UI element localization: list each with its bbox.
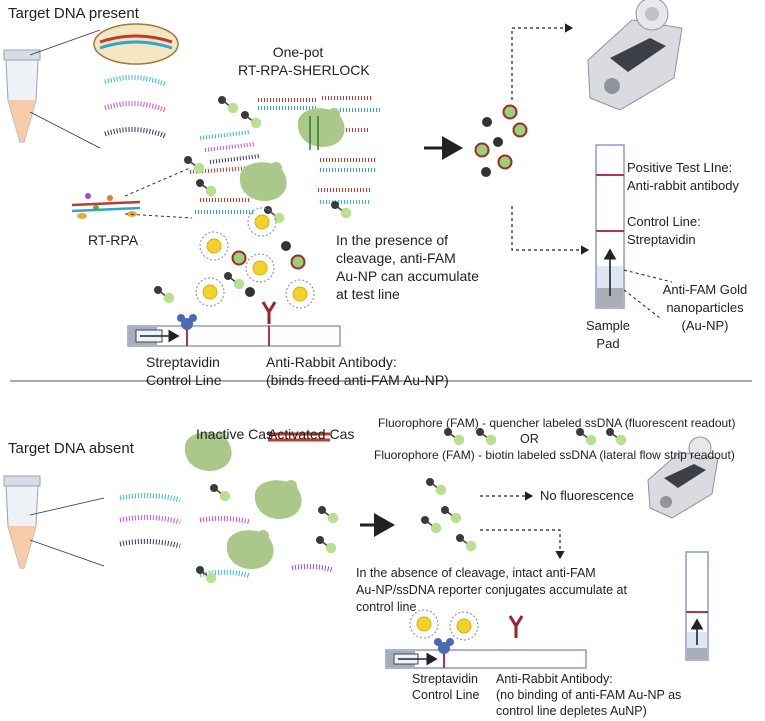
streptavidin-icon <box>434 638 454 654</box>
control-line-label-2: Streptavidin <box>627 232 696 247</box>
antirabbit-bottom-label-1: Anti-Rabbit Antibody: <box>496 672 613 686</box>
absence-text-2: Au-NP/ssDNA reporter conjugates accumula… <box>356 583 627 597</box>
gold-nanoparticle-icon <box>409 609 479 641</box>
one-pot-line: One-pot <box>272 44 324 60</box>
cas-enzyme-icon <box>239 108 345 201</box>
one-pot-label: One-pot <box>238 44 358 61</box>
presence-text-1: In the presence of <box>336 232 449 248</box>
cas-enzyme-icon <box>184 432 330 569</box>
no-fluorescence-label: No fluorescence <box>540 488 634 503</box>
sample-pad-label-2: Pad <box>596 336 620 351</box>
antirabbit-bottom-label-2: (no binding of anti-FAM Au-NP as <box>496 688 682 702</box>
dna-strand-icon <box>71 193 141 219</box>
fluorometer-icon <box>587 0 683 111</box>
section-title-present: Target DNA present <box>8 5 139 22</box>
dna-strand-icon <box>93 23 179 65</box>
tube-icon <box>3 49 41 143</box>
streptavidin-label-1: Streptavidin <box>146 354 220 370</box>
streptavidin-icon <box>177 314 197 330</box>
positive-line-label-2: Anti-rabbit antibody <box>627 178 740 193</box>
reporter-icon <box>474 104 528 177</box>
reporter-icon <box>153 241 306 305</box>
fam-biotin-label: Fluorophore (FAM) - biotin labeled ssDNA… <box>374 448 735 462</box>
one-pot-label-sub: RT-RPA-SHERLOCK <box>238 62 370 78</box>
control-line-label-1: Control Line: <box>627 214 701 229</box>
antirabbit-label-1: Anti-Rabbit Antibody: <box>266 354 397 370</box>
sample-pad-label-1: Sample <box>585 318 631 333</box>
rt-rpa-label: RT-RPA <box>88 232 139 248</box>
lateral-flow-strip-icon <box>685 551 709 661</box>
antirabbit-label-2: (binds freed anti-FAM Au-NP) <box>266 372 449 388</box>
absence-text-1: In the absence of cleavage, intact anti-… <box>356 566 596 580</box>
tube-icon <box>3 475 41 569</box>
dna-strand-icon <box>119 492 333 579</box>
or-label: OR <box>520 432 539 446</box>
presence-text-4: at test line <box>336 286 400 302</box>
antirabbit-bottom-label-3: control line depletes AuNP) <box>496 704 647 718</box>
streptavidin-bottom-label-1: Streptavidin <box>412 672 479 686</box>
streptavidin-label-2: Control Line <box>146 372 222 388</box>
lateral-flow-strip-icon <box>127 325 341 347</box>
dna-strand-icon <box>189 96 380 214</box>
antifam-label-1: Anti-FAM Gold <box>662 282 748 297</box>
dna-strand-icon <box>104 75 166 139</box>
presence-text-3: Au-NP can accumulate <box>336 268 479 284</box>
fam-quencher-label: Fluorophore (FAM) - quencher labeled ssD… <box>378 416 736 430</box>
lateral-flow-strip-icon <box>595 144 625 309</box>
inactive-cas-label: Inactive Cas <box>196 426 274 442</box>
absence-text-3: control line <box>356 600 417 614</box>
antifam-label-2: nanoparticles <box>666 300 744 315</box>
antibody-icon <box>508 614 524 640</box>
presence-text-2: cleavage, anti-FAM <box>336 250 456 266</box>
fluorometer-icon <box>647 436 719 519</box>
antifam-label-3: (Au-NP) <box>681 318 729 333</box>
streptavidin-bottom-label-2: Control Line <box>412 688 480 702</box>
lateral-flow-strip-icon <box>385 649 587 669</box>
positive-line-label-1: Positive Test LIne: <box>627 160 733 175</box>
antibody-icon <box>261 300 277 326</box>
section-title-absent: Target DNA absent <box>8 440 134 457</box>
activated-cas-label: Activated Cas <box>268 426 355 442</box>
